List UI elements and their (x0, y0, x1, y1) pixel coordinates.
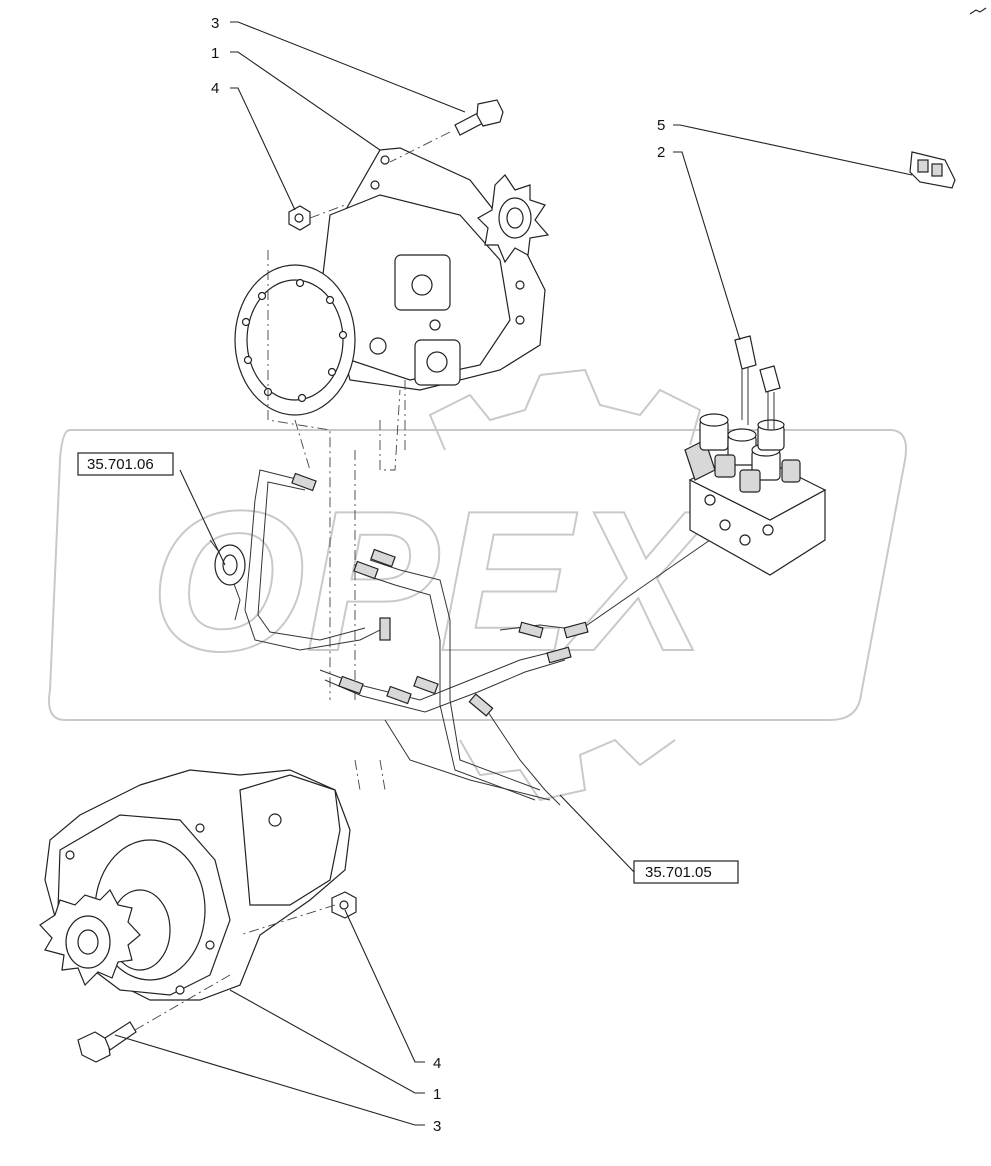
callout-top-5: 5 (657, 117, 665, 134)
bottom-bolt (77, 1021, 137, 1063)
reference-label: 35.701.05 (645, 864, 712, 881)
callout-bottom-4: 4 (433, 1055, 441, 1072)
callout-top-3: 3 (211, 15, 219, 32)
callout-top-4: 4 (211, 80, 219, 97)
callout-bottom-3: 3 (433, 1118, 441, 1135)
reference-box-35-701-05[interactable]: 35.701.05 (633, 860, 739, 884)
connector (909, 151, 956, 189)
watermark-text: OPEX (150, 470, 716, 693)
reference-label: 35.701.06 (87, 456, 154, 473)
top-bolt (454, 99, 504, 136)
top-nut (288, 205, 311, 231)
callout-bottom-1: 1 (433, 1086, 441, 1103)
bottom-motor-assembly (39, 769, 351, 1001)
corner-mark (969, 7, 987, 15)
valve-block (684, 335, 827, 576)
bottom-nut (331, 891, 357, 919)
callout-top-1: 1 (211, 45, 219, 62)
callout-top-2: 2 (657, 144, 665, 161)
hose-network (209, 469, 711, 806)
reference-box-35-701-06[interactable]: 35.701.06 (77, 452, 174, 476)
watermark-opex-logo: OPEX (48, 368, 907, 802)
top-motor-assembly (234, 147, 550, 416)
